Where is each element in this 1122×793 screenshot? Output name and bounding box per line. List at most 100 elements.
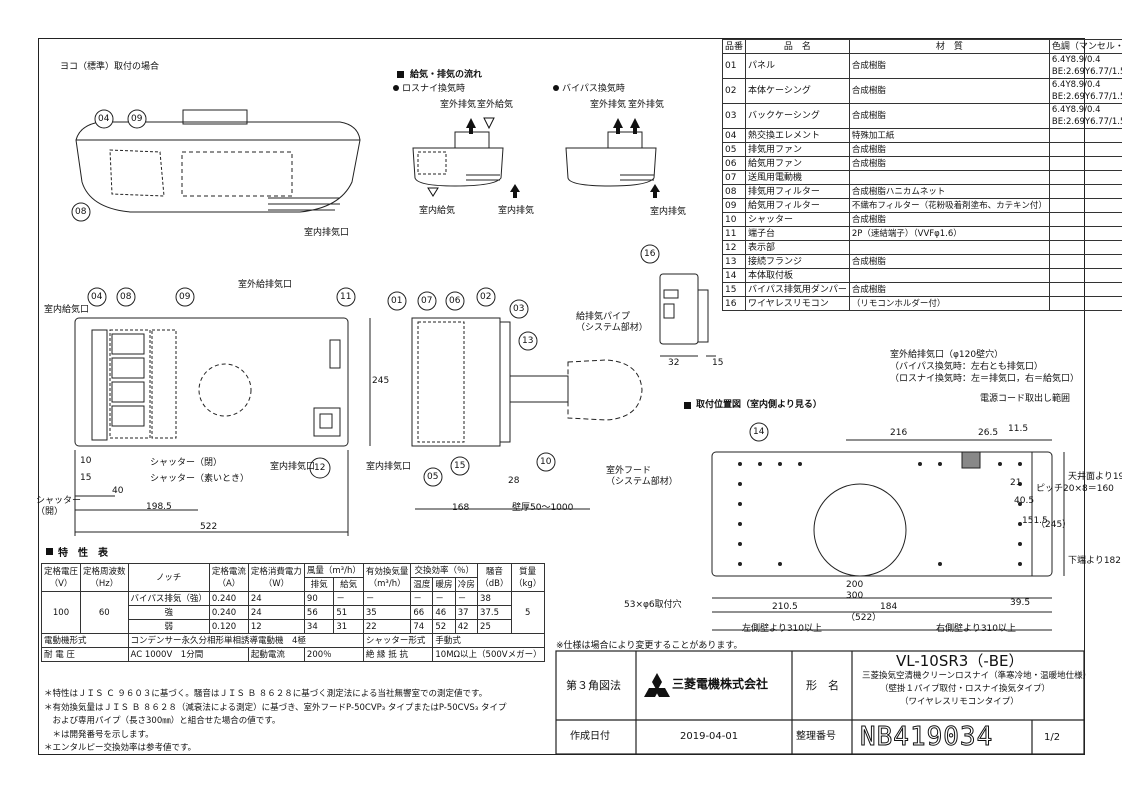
- callout-08b: 08: [120, 292, 132, 302]
- dim-198-5: 198.5: [146, 502, 172, 512]
- dim-216: 216: [890, 428, 908, 438]
- callout-15b: 15: [80, 473, 92, 483]
- spec-table: 定格電圧 （V） 定格周波数 （Hz） ノッチ 定格電流 （A） 定格消費電力 …: [40, 563, 545, 662]
- spec-withstand: AC 1000V 1分間: [127, 647, 249, 662]
- parts-cell-no: 08: [721, 184, 747, 199]
- floor-label: 下端より182以上: [1068, 556, 1122, 566]
- page-number: 1/2: [1044, 732, 1061, 743]
- flow-outdoor-exhaust-3: 室外排気: [628, 100, 665, 110]
- parts-cell-no: 10: [721, 212, 747, 227]
- dim-15: 15: [712, 358, 724, 368]
- callout-04a: 04: [98, 114, 110, 124]
- callout-08a: 08: [75, 207, 87, 217]
- callout-10: 10: [540, 457, 552, 467]
- parts-cell-color: 6.4Y8.9/0.4 BE:2.69Y6.77/1.51: [1048, 78, 1122, 104]
- callout-04b: 04: [91, 292, 103, 302]
- spec-noise-1: 37.5: [477, 605, 512, 620]
- spec-cool-0: －: [454, 591, 479, 606]
- spec-withstand-label: 耐 電 圧: [41, 647, 129, 662]
- shutter-open-side-label: シャッター （開）: [36, 496, 82, 517]
- dim-522: 522: [200, 522, 218, 532]
- parts-cell-color: [1048, 296, 1122, 311]
- flow-outdoor-supply-1: 室外給気: [477, 100, 514, 110]
- callout-10b: 10: [80, 456, 92, 466]
- callout-12: 12: [314, 463, 326, 473]
- model-label: 形 名: [806, 679, 839, 692]
- callout-14: 14: [753, 427, 765, 437]
- flow-indoor-supply: 室内給気: [419, 206, 456, 216]
- left-wall-label: 左側壁より310以上: [742, 624, 822, 634]
- mount-title: 取付位置図（室内側より見る）: [696, 400, 822, 410]
- parts-cell-mat: 合成樹脂: [848, 78, 1050, 104]
- spec-h-notch: ノッチ: [127, 563, 210, 592]
- indoor-supply-port-label: 室内給気口: [44, 305, 90, 315]
- dim-11-5: 11.5: [1008, 424, 1029, 434]
- parts-cell-color: 6.4Y8.9/0.4 BE:2.69Y6.77/1.51: [1048, 103, 1122, 129]
- dim-40: 40: [112, 486, 124, 496]
- port-note-2: （バイパス換気時：左右とも排気口）: [890, 362, 1043, 372]
- spec-insul: 10MΩ以上（500Vメガー）: [432, 647, 545, 662]
- callout-09b: 09: [179, 292, 191, 302]
- parts-cell-no: 06: [721, 156, 747, 171]
- projection-label: 第３角図法: [566, 679, 621, 692]
- flow-lossnay-label: ロスナイ換気時: [402, 84, 466, 94]
- callout-09a: 09: [131, 114, 143, 124]
- flow-indoor-exhaust-2: 室内排気: [650, 207, 687, 217]
- note-4: ＊は開発番号を示します。: [44, 729, 154, 740]
- shutter-closed-label: シャッター（閉）: [150, 458, 223, 468]
- spec-change-note: ※仕様は場合により変更することがあります。: [556, 641, 743, 651]
- power-cord-label: 電源コード取出し範囲: [980, 394, 1071, 404]
- callout-05: 05: [427, 472, 439, 482]
- indoor-exhaust-port-label: 室内排気口: [304, 228, 350, 238]
- dim-300: 300: [846, 591, 864, 601]
- spec-insul-label: 絶 縁 抵 抗: [362, 647, 434, 662]
- dim-184: 184: [880, 602, 898, 612]
- flow-bypass-label: バイパス換気時: [562, 84, 625, 94]
- parts-cell-no: 01: [721, 53, 747, 79]
- parts-cell-mat: （リモコンホルダー付）: [848, 296, 1050, 311]
- model-number: VL-10SR3（-BE）: [896, 652, 1024, 670]
- outdoor-hood-label: 室外フード （システム部材）: [606, 466, 678, 487]
- outdoor-port-label: 室外給排気口: [238, 280, 293, 290]
- note-1: ＊特性はＪＩＳ Ｃ ９６０３に基づく。騒音はＪＩＳ Ｂ ８６２８に基づく測定法に…: [44, 689, 488, 699]
- indoor-exhaust-port-label-2: 室内排気口: [270, 462, 316, 472]
- callout-06: 06: [449, 296, 461, 306]
- mount-holes-label: 53×φ6取付穴: [624, 600, 682, 610]
- dim-32: 32: [668, 358, 680, 368]
- dim-26-5: 26.5: [978, 428, 999, 438]
- model-desc-2: （壁掛１パイプ取付・ロスナイ換気タイプ）: [880, 684, 1051, 694]
- callout-13: 13: [522, 336, 534, 346]
- spec-start-label: 起動電流: [247, 647, 305, 662]
- parts-cell-name: 本体ケーシング: [745, 78, 850, 104]
- parts-cell-no: 02: [721, 78, 747, 104]
- dim-21: 21: [1010, 478, 1022, 488]
- dim-40-5: 40.5: [1014, 496, 1035, 506]
- spec-h-current: 定格電流 （A）: [208, 563, 249, 592]
- port-note-1: 室外給排気口（φ120壁穴）: [890, 350, 1004, 360]
- callout-07: 07: [421, 296, 433, 306]
- parts-cell-name: ワイヤレスリモコン: [745, 296, 850, 311]
- indoor-exhaust-port-label-3: 室内排気口: [366, 462, 412, 472]
- dim-151-5: 151.5: [1022, 516, 1048, 526]
- parts-cell-color: 6.4Y8.9/0.4 BE:2.69Y6.77/1.51: [1048, 53, 1122, 79]
- dim-200: 200: [846, 580, 864, 590]
- spec-title: 特 性 表: [58, 548, 108, 559]
- parts-cell-no: 16: [721, 296, 747, 311]
- front-view-title: ヨコ（標準）取付の場合: [60, 62, 160, 72]
- flow-indoor-exhaust-1: 室内排気: [498, 206, 535, 216]
- mitsubishi-logo-icon: [644, 673, 670, 697]
- callout-11: 11: [340, 292, 352, 302]
- date-value: 2019-04-01: [680, 731, 739, 742]
- port-note-3: （ロスナイ換気時：左＝排気口，右＝給気口）: [890, 374, 1080, 384]
- dim-245-paren: （245）: [1036, 520, 1072, 530]
